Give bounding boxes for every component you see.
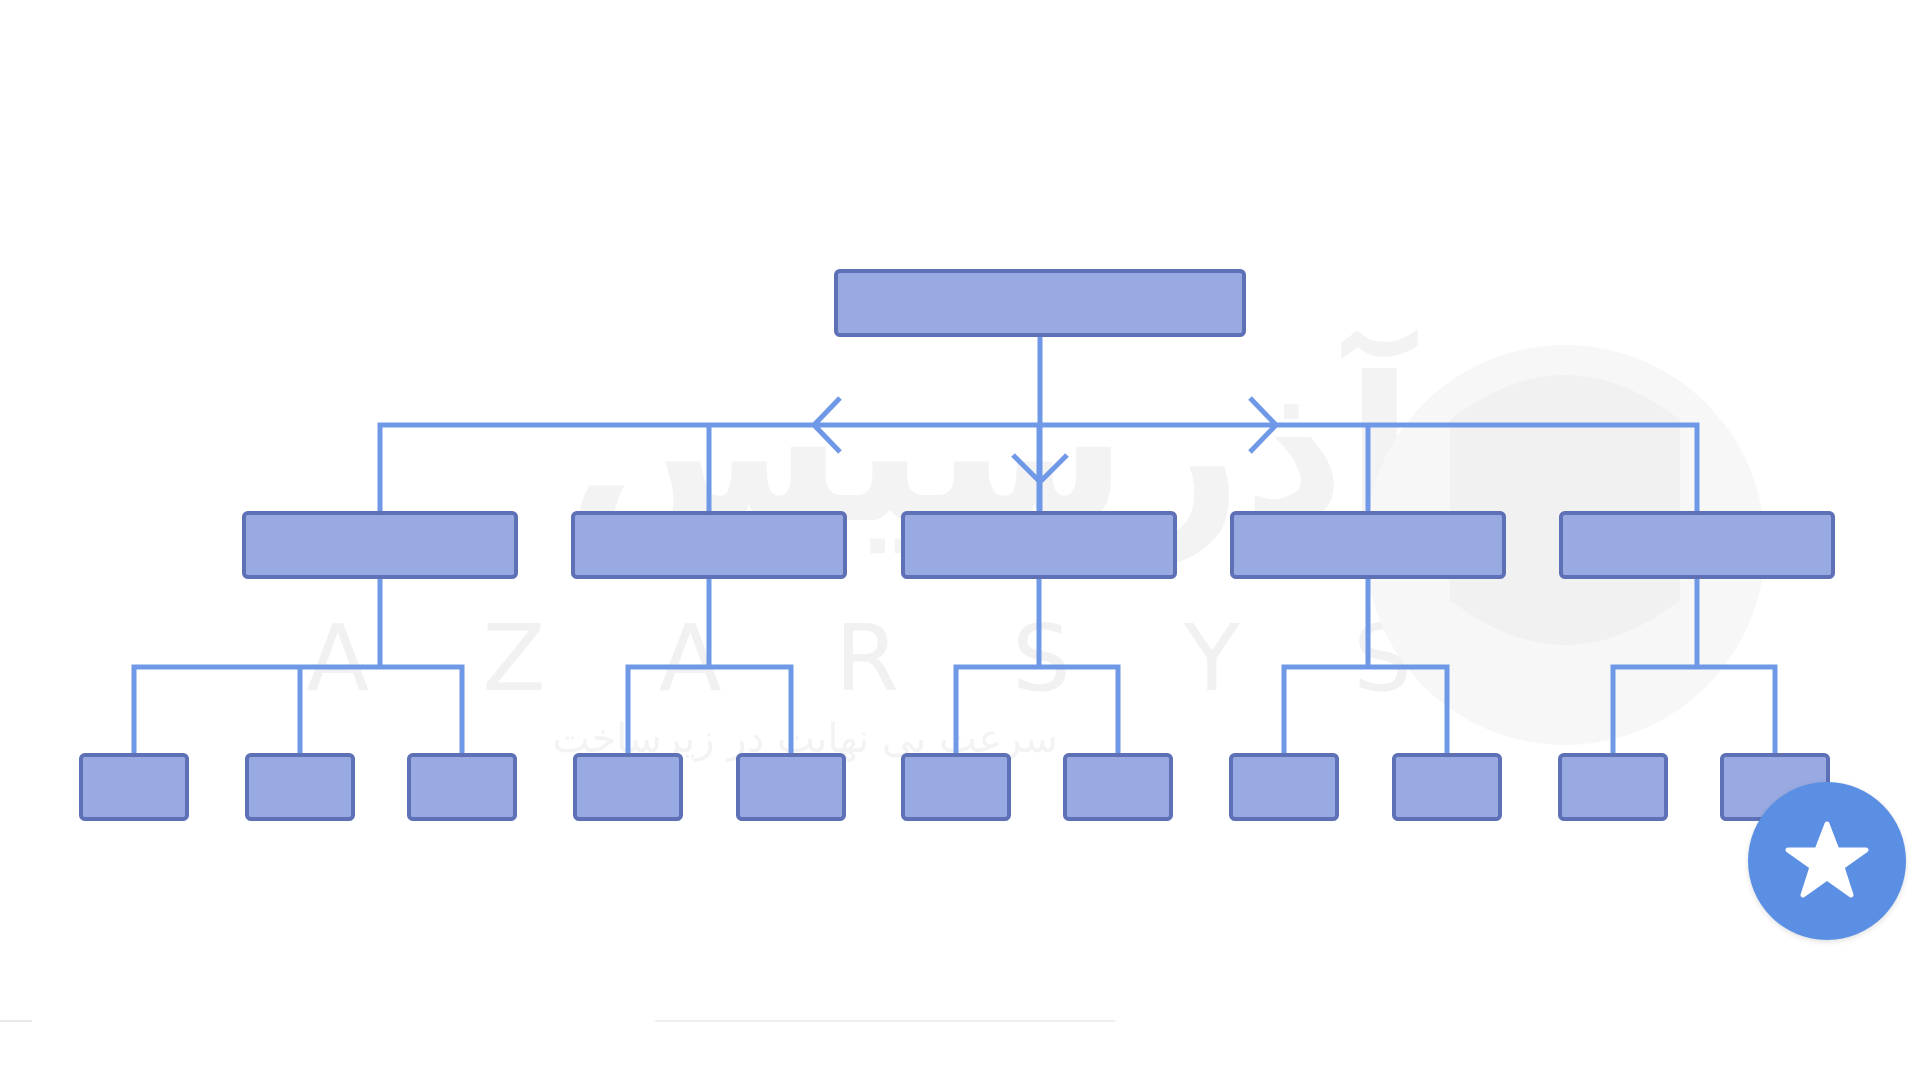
leaf-node [901,753,1011,821]
divider [0,1020,32,1022]
middle-node [242,511,518,579]
leaf-node [573,753,683,821]
leaf-node [1063,753,1173,821]
arrow-right-icon [1248,396,1280,454]
leaf-node [1229,753,1339,821]
root-node [834,269,1246,337]
middle-node [571,511,847,579]
star-icon [1785,821,1869,898]
boxes [79,269,1835,821]
leaf-node [1558,753,1668,821]
watermark: آذرسیس A Z A R S Y S سرعت بی نهایت در زی… [306,329,1765,762]
leaf-node [79,753,189,821]
leaf-node [407,753,517,821]
favorite-button[interactable] [1748,782,1906,940]
middle-node [1230,511,1506,579]
connectors [131,332,1778,758]
watermark-brand-latin: A Z A R S Y S [306,605,1453,712]
arrow-down-icon [1011,453,1069,486]
divider [655,1020,1115,1022]
leaf-node [245,753,355,821]
leaf-node [1392,753,1502,821]
arrow-left-icon [810,396,842,454]
middle-node [901,511,1177,579]
leaf-node [736,753,846,821]
watermark-logo-shape [1450,375,1680,645]
middle-node [1559,511,1835,579]
